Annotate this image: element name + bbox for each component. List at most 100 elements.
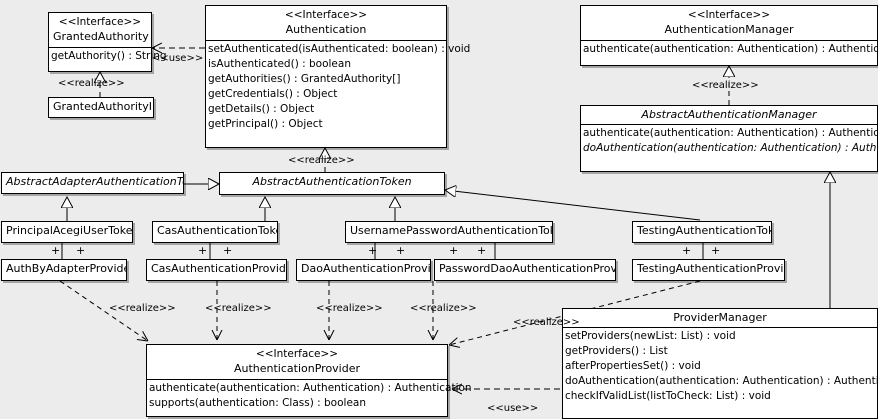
association-plus-marker: +	[449, 244, 459, 257]
class-name: TestingAuthenticationProvider	[637, 262, 784, 275]
class-header: AbstractAuthenticationToken	[220, 173, 444, 191]
class-header: GrantedAuthorityImpl	[49, 98, 153, 116]
association-plus-marker: +	[51, 244, 61, 257]
class-box-password-dao-authentication-provider[interactable]: PasswordDaoAuthenticationProvider	[434, 259, 616, 281]
operation: getAuthorities() : GrantedAuthority[]	[208, 73, 401, 85]
label-realize-abstractauthenticationmanager: <<realize>>	[692, 80, 759, 91]
label-realize-casauthenticationprovider: <<realize>>	[205, 303, 272, 314]
class-header: PrincipalAcegiUserToken	[2, 222, 132, 240]
association-plus-marker: +	[711, 244, 721, 257]
class-name: GrantedAuthority	[53, 30, 149, 43]
class-header: DaoAuthenticationProvider	[297, 260, 430, 278]
class-box-username-password-authentication-token[interactable]: UsernamePasswordAuthenticationToken	[345, 221, 553, 243]
label-realize-testingauthenticationprovider: <<realize>>	[513, 317, 580, 328]
class-box-auth-by-adapter-provider[interactable]: AuthByAdapterProvider	[1, 259, 127, 281]
operations-compartment: getAuthority() : String	[49, 48, 167, 65]
class-name: ProviderManager	[673, 311, 767, 324]
operation: checkIfValidList(listToCheck: List) : vo…	[565, 390, 771, 402]
class-box-dao-authentication-provider[interactable]: DaoAuthenticationProvider	[296, 259, 431, 281]
operation: setProviders(newList: List) : void	[565, 330, 736, 342]
label-use-authentication-grantedauthority: <<use>>	[152, 53, 204, 64]
operation: setAuthenticated(isAuthenticated: boolea…	[208, 43, 471, 55]
operation: getPrincipal() : Object	[208, 118, 323, 130]
class-box-testing-authentication-provider[interactable]: TestingAuthenticationProvider	[632, 259, 785, 281]
class-name: PrincipalAcegiUserToken	[6, 224, 132, 237]
association-plus-marker: +	[223, 244, 233, 257]
class-box-provider-manager[interactable]: ProviderManager setProviders(newList: Li…	[562, 308, 878, 419]
operation: isAuthenticated() : boolean	[208, 58, 351, 70]
class-header: <<Interface>> AuthenticationManager	[581, 6, 877, 40]
label-realize-passworddaoauthenticationprovider: <<realize>>	[410, 303, 477, 314]
class-header: <<Interface>> GrantedAuthority	[49, 13, 151, 47]
class-box-abstract-authentication-token[interactable]: AbstractAuthenticationToken	[219, 172, 445, 195]
label-use-providermanager-authenticationprovider: <<use>>	[487, 403, 539, 414]
class-box-abstract-adapter-authentication-token[interactable]: AbstractAdapterAuthenticationToken	[1, 172, 184, 194]
class-box-cas-authentication-token[interactable]: CasAuthenticationToken	[152, 221, 278, 243]
operation: doAuthentication(authentication: Authent…	[565, 375, 878, 387]
operation: authenticate(authentication: Authenticat…	[583, 127, 878, 139]
class-header: UsernamePasswordAuthenticationToken	[346, 222, 552, 240]
class-box-abstract-authentication-manager[interactable]: AbstractAuthenticationManager authentica…	[580, 105, 878, 172]
class-name: Authentication	[285, 23, 367, 36]
class-box-authentication-provider[interactable]: <<Interface>> AuthenticationProvider aut…	[146, 344, 472, 417]
class-name: UsernamePasswordAuthenticationToken	[350, 224, 552, 237]
operations-compartment: authenticate(authentication: Authenticat…	[581, 41, 878, 58]
association-plus-marker: +	[682, 244, 692, 257]
divider	[581, 40, 877, 41]
class-stereotype: <<Interface>>	[255, 348, 339, 360]
operation: getProviders() : List	[565, 345, 668, 357]
divider	[49, 47, 151, 48]
divider	[563, 327, 877, 328]
label-realize-abstractauthenticationtoken: <<realize>>	[288, 155, 355, 166]
operations-compartment: authenticate(authentication: Authenticat…	[581, 125, 878, 157]
class-name: TestingAuthenticationToken	[637, 224, 771, 237]
class-header: CasAuthenticationProvider	[147, 260, 286, 278]
operations-compartment: setAuthenticated(isAuthenticated: boolea…	[206, 41, 471, 133]
class-name: AbstractAuthenticationManager	[641, 108, 817, 121]
class-name: AuthByAdapterProvider	[6, 262, 126, 275]
class-stereotype: <<Interface>>	[58, 16, 142, 28]
class-name: AbstractAdapterAuthenticationToken	[6, 175, 183, 188]
class-box-cas-authentication-provider[interactable]: CasAuthenticationProvider	[146, 259, 287, 281]
class-box-authentication-manager[interactable]: <<Interface>> AuthenticationManager auth…	[580, 5, 878, 66]
operations-compartment: setProviders(newList: List) : void getPr…	[563, 328, 878, 405]
class-header: AbstractAdapterAuthenticationToken	[2, 173, 183, 191]
class-stereotype: <<Interface>>	[687, 9, 771, 21]
divider	[581, 124, 877, 125]
operation: doAuthentication(authentication: Authent…	[583, 142, 878, 154]
label-realize-authbyadapterprovider: <<realize>>	[109, 303, 176, 314]
label-realize-grantedauthorityimpl: <<realize>>	[58, 78, 125, 89]
operation: authenticate(authentication: Authenticat…	[583, 43, 878, 55]
class-header: AbstractAuthenticationManager	[581, 106, 877, 124]
class-name: AbstractAuthenticationToken	[252, 175, 412, 188]
association-plus-marker: +	[76, 244, 86, 257]
association-plus-marker: +	[198, 244, 208, 257]
class-name: GrantedAuthorityImpl	[53, 100, 153, 113]
class-box-authentication[interactable]: <<Interface>> Authentication setAuthenti…	[205, 5, 471, 148]
class-box-granted-authority-impl[interactable]: GrantedAuthorityImpl	[48, 97, 154, 118]
operation: getAuthority() : String	[51, 50, 167, 62]
class-box-testing-authentication-token[interactable]: TestingAuthenticationToken	[632, 221, 772, 243]
class-header: TestingAuthenticationToken	[633, 222, 771, 240]
class-name: AuthenticationManager	[664, 23, 794, 36]
class-name: DaoAuthenticationProvider	[301, 262, 430, 275]
class-header: <<Interface>> AuthenticationProvider	[147, 345, 447, 379]
class-box-granted-authority[interactable]: <<Interface>> GrantedAuthority getAuthor…	[48, 12, 167, 72]
operation: getDetails() : Object	[208, 103, 315, 115]
class-name: CasAuthenticationProvider	[151, 262, 286, 275]
class-header: <<Interface>> Authentication	[206, 6, 446, 40]
association-plus-marker: +	[396, 244, 406, 257]
class-header: AuthByAdapterProvider	[2, 260, 126, 278]
label-realize-daoauthenticationprovider: <<realize>>	[316, 303, 383, 314]
class-box-principal-acegi-user-token[interactable]: PrincipalAcegiUserToken	[1, 221, 133, 243]
class-header: CasAuthenticationToken	[153, 222, 277, 240]
association-plus-marker: +	[477, 244, 487, 257]
class-name: CasAuthenticationToken	[157, 224, 277, 237]
generalization-testingtoken-abstracttoken	[445, 190, 701, 221]
class-name: AuthenticationProvider	[233, 362, 361, 375]
divider	[147, 379, 447, 380]
class-header: ProviderManager	[563, 309, 877, 327]
divider	[206, 40, 446, 41]
operation: supports(authentication: Class) : boolea…	[149, 397, 366, 409]
